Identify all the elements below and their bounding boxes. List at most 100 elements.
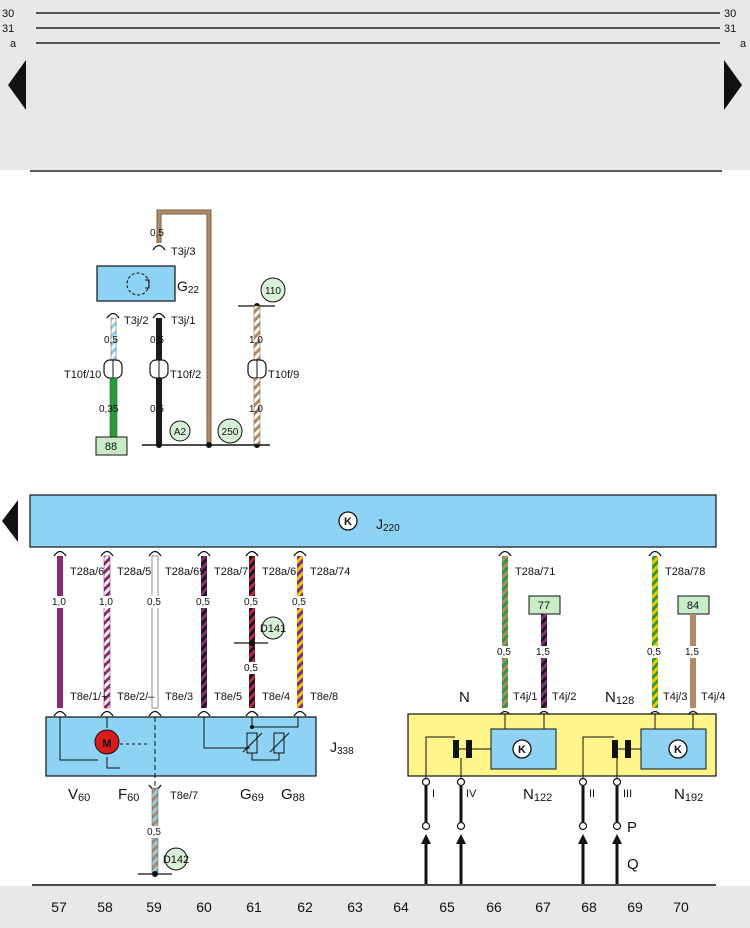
gauge-label: 0,5 bbox=[147, 827, 161, 838]
connector-label: T28a/74 bbox=[310, 566, 350, 578]
sensor-contact-icon bbox=[145, 279, 150, 289]
roman-label: IV bbox=[466, 788, 477, 800]
connector-label: T10f/10 bbox=[64, 369, 101, 381]
connector-label: T8e/1/+ bbox=[70, 691, 108, 703]
j220-label: J220 bbox=[376, 516, 400, 534]
gauge-label: 0,5 bbox=[244, 597, 258, 608]
gauge-label: 0,5 bbox=[647, 647, 661, 658]
column-number: 63 bbox=[347, 899, 363, 915]
connector-label: T4j/4 bbox=[701, 691, 725, 703]
splice-badge-d141[interactable] bbox=[261, 616, 285, 640]
pin-connector-icon bbox=[100, 710, 114, 717]
gauge-bg bbox=[145, 826, 165, 838]
header-panel bbox=[0, 0, 750, 170]
pin-connector-icon bbox=[148, 550, 162, 557]
connector-label: T28a/69 bbox=[165, 566, 205, 578]
internal-wire bbox=[251, 753, 280, 761]
gauge-bg bbox=[290, 596, 310, 608]
pin-connector-icon bbox=[100, 550, 114, 557]
roman-label: III bbox=[623, 788, 632, 800]
pneumatic-line-ii bbox=[578, 777, 588, 884]
connector-label: T8e/3 bbox=[165, 691, 193, 703]
wire-white bbox=[151, 555, 159, 709]
ref-box-label: 77 bbox=[538, 600, 550, 612]
k-symbol-text: K bbox=[344, 516, 352, 528]
pin-connector-icon bbox=[197, 710, 211, 717]
connector-label: T8e/8 bbox=[310, 691, 338, 703]
connector-label: T8e/4 bbox=[262, 691, 290, 703]
ground-badge-250[interactable] bbox=[217, 418, 243, 444]
column-number: 64 bbox=[393, 899, 409, 915]
junction-dot bbox=[156, 442, 162, 448]
g22-label: G22 bbox=[177, 278, 199, 296]
wire-black bbox=[156, 318, 162, 360]
ref-box-label: 84 bbox=[687, 600, 699, 612]
gauge-label: 0,5 bbox=[497, 647, 511, 658]
pneumatic-line-iii bbox=[612, 777, 622, 884]
column-number: 61 bbox=[246, 899, 262, 915]
wire-brown bbox=[690, 614, 696, 708]
arrow-right-icon[interactable] bbox=[724, 60, 742, 110]
connector-label: T4j/3 bbox=[663, 691, 687, 703]
arrow-left-icon[interactable] bbox=[2, 500, 18, 542]
ground-badge-a2[interactable] bbox=[169, 420, 191, 442]
gauge-label: 0,5 bbox=[104, 335, 118, 346]
wire-red-black bbox=[249, 556, 255, 708]
j220-control-unit[interactable] bbox=[29, 494, 717, 548]
pin-connector-icon bbox=[197, 550, 211, 557]
gauge-label: 1,0 bbox=[249, 335, 263, 346]
gauge-label: 1,0 bbox=[99, 597, 113, 608]
pneumatic-line-iv bbox=[456, 777, 466, 884]
gauge-label: 0,5 bbox=[150, 335, 164, 346]
footer-panel bbox=[0, 886, 750, 928]
rail-label-right: 30 bbox=[724, 8, 736, 20]
rail-label-right: a bbox=[740, 38, 747, 50]
f60-label: F60 bbox=[118, 786, 139, 804]
badge-label: 250 bbox=[222, 427, 239, 438]
splice-badge-d142[interactable] bbox=[164, 847, 188, 871]
internal-wire bbox=[203, 717, 250, 749]
column-number: 58 bbox=[97, 899, 113, 915]
n192-label: N192 bbox=[674, 786, 703, 804]
ground-badge-110[interactable] bbox=[260, 277, 286, 303]
g69-label: G69 bbox=[240, 786, 264, 804]
connector-label: T3j/2 bbox=[124, 315, 148, 327]
junction-dot bbox=[250, 725, 254, 729]
q-label: Q bbox=[627, 856, 639, 873]
gauge-bg bbox=[145, 596, 165, 608]
badge-label: 110 bbox=[265, 286, 281, 297]
gauge-label: 1,0 bbox=[52, 597, 66, 608]
connector-label: T28a/75 bbox=[214, 566, 254, 578]
badge-label: D142 bbox=[163, 854, 189, 866]
wire-violet bbox=[57, 556, 63, 708]
column-number: 59 bbox=[146, 899, 162, 915]
pin-connector-icon bbox=[245, 550, 259, 557]
brown-wire bbox=[157, 210, 211, 444]
gauge-bg bbox=[50, 596, 70, 608]
internal-wire bbox=[59, 717, 98, 761]
n122-label: N122 bbox=[523, 786, 552, 804]
gauge-bg bbox=[242, 662, 262, 674]
wire-green-brown bbox=[502, 556, 508, 708]
internal-wire bbox=[251, 717, 299, 728]
wire-black-violet bbox=[201, 556, 207, 708]
arrow-left-icon[interactable] bbox=[8, 60, 26, 110]
column-number: 68 bbox=[581, 899, 597, 915]
connector-label: T28a/59 bbox=[117, 566, 157, 578]
pin-connector-icon bbox=[648, 550, 662, 557]
wire-brown-white bbox=[253, 305, 261, 361]
junction-dot bbox=[152, 871, 158, 877]
gauge-label: 0,5 bbox=[244, 663, 258, 674]
internal-wire bbox=[582, 736, 641, 778]
ref-box-88[interactable] bbox=[95, 436, 128, 456]
j220-pin-row bbox=[53, 550, 662, 557]
gauge-bg bbox=[683, 646, 703, 658]
k-symbol-text: K bbox=[518, 744, 526, 756]
connector-t3j2-icon bbox=[106, 312, 120, 319]
gauge-bg bbox=[534, 646, 554, 658]
k-symbol-icon bbox=[668, 739, 688, 759]
gauge-label: 0,5 bbox=[150, 404, 164, 415]
column-number: 69 bbox=[627, 899, 643, 915]
gauge-bg bbox=[97, 596, 117, 608]
roman-label: I bbox=[432, 788, 435, 800]
